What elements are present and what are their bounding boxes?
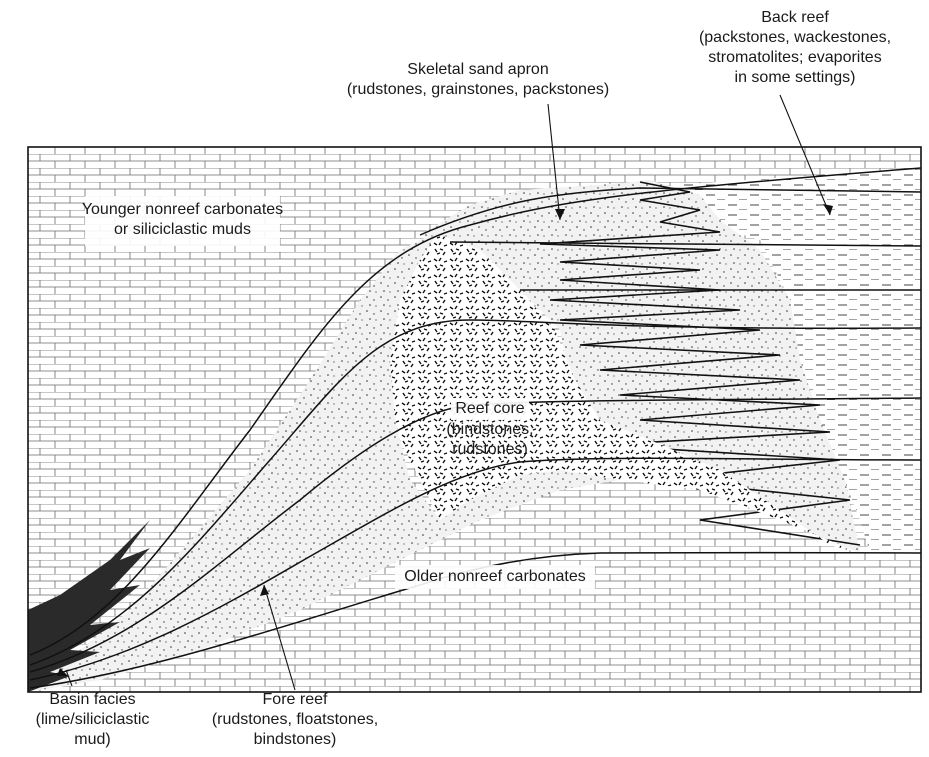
back-reef-label: Back reef (packstones, wackestones, stro… (665, 8, 925, 88)
skeletal-sand-apron-label: Skeletal sand apron (rudstones, grainsto… (278, 60, 678, 100)
basin-facies-title: Basin facies (10, 690, 175, 710)
back-reef-title: Back reef (665, 8, 925, 28)
fore-reef-label: Fore reef (rudstones, floatstones, binds… (195, 690, 395, 750)
fore-reef-title: Fore reef (195, 690, 395, 710)
reef-core-line-2: rudstones) (420, 440, 560, 460)
back-reef-line-1: (packstones, wackestones, (665, 28, 925, 48)
older-nonreef-label: Older nonreef carbonates (395, 567, 595, 587)
younger-nonreef-line-2: or siliciclastic muds (80, 220, 285, 240)
back-reef-line-3: in some settings) (665, 68, 925, 88)
fore-reef-line-2: bindstones) (195, 730, 395, 750)
skeletal-sand-apron-title: Skeletal sand apron (278, 60, 678, 80)
back-reef-line-2: stromatolites; evaporites (665, 48, 925, 68)
basin-facies-line-1: (lime/siliciclastic (10, 710, 175, 730)
younger-nonreef-label: Younger nonreef carbonates or siliciclas… (80, 200, 285, 240)
basin-facies-label: Basin facies (lime/siliciclastic mud) (10, 690, 175, 750)
skeletal-sand-apron-line-1: (rudstones, grainstones, packstones) (278, 80, 678, 100)
fore-reef-line-1: (rudstones, floatstones, (195, 710, 395, 730)
younger-nonreef-line-1: Younger nonreef carbonates (80, 200, 285, 220)
reef-core-title: Reef core (451, 398, 528, 420)
reef-core-line-1: (bindstones, (420, 420, 560, 440)
basin-facies-line-2: mud) (10, 730, 175, 750)
reef-core-label: Reef core (bindstones, rudstones) (420, 398, 560, 460)
older-nonreef-title: Older nonreef carbonates (395, 567, 595, 587)
